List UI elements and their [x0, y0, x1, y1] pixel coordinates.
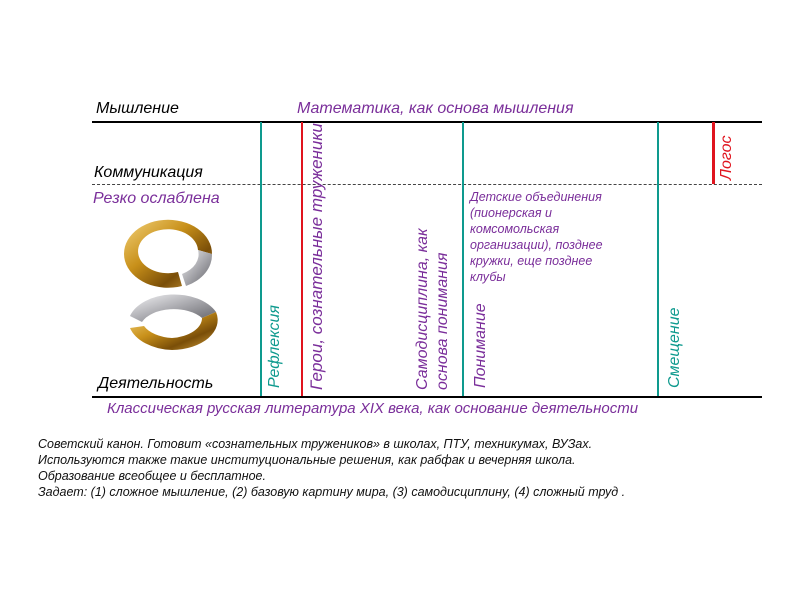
selfdiscipline-label-2: основа понимания: [434, 252, 451, 390]
displacement-column-line: [657, 122, 659, 396]
thinking-activity-rings-icon: [124, 219, 218, 350]
reflexion-column-line: [260, 122, 262, 396]
heroes-label: Герои, сознательные труженики: [307, 123, 326, 390]
thinking-label: Мышление: [96, 100, 179, 117]
note-line: Используются также такие институциональн…: [38, 453, 576, 467]
note-line: Задает: (1) сложное мышление, (2) базову…: [38, 485, 626, 499]
bottom-ring-silver: [130, 294, 216, 322]
note-line: Советский канон. Готовит «сознательных т…: [38, 437, 593, 451]
organizations-text: Детские объединения (пионерская и комсом…: [470, 189, 603, 285]
reflexion-label: Рефлексия: [266, 305, 283, 388]
organizations-line: комсомольская: [470, 222, 560, 236]
organizations-line: Детские объединения: [470, 190, 602, 204]
notes-block: Советский канон. Готовит «сознательных т…: [38, 436, 778, 500]
note-line: Образование всеобщее и бесплатное.: [38, 469, 266, 483]
top-ring-gold: [124, 219, 213, 288]
activity-label: Деятельность: [98, 375, 214, 392]
logos-line-red: [712, 122, 715, 184]
literature-label: Классическая русская литература XIX века…: [107, 400, 639, 417]
displacement-label: Смещение: [666, 307, 683, 388]
activity-line: [92, 396, 762, 398]
understanding-column-line: [462, 122, 464, 396]
bottom-ring-gold: [130, 312, 218, 350]
math-label: Математика, как основа мышления: [297, 100, 574, 117]
organizations-line: организации), позднее: [470, 238, 603, 252]
organizations-line: кружки, еще позднее: [470, 254, 593, 268]
logos-label: Логос: [718, 135, 735, 180]
top-ring-silver: [182, 250, 213, 286]
communication-line: [92, 184, 762, 185]
sharply-weakened-label: Резко ослаблена: [93, 190, 220, 207]
communication-label: Коммуникация: [94, 164, 203, 181]
understanding-label: Понимание: [472, 303, 489, 388]
organizations-line: клубы: [470, 270, 506, 284]
thinking-line: [92, 121, 762, 123]
organizations-line: (пионерская и: [470, 206, 552, 220]
heroes-column-line-red: [301, 122, 303, 396]
selfdiscipline-label-1: Самодисциплина, как: [414, 228, 431, 390]
